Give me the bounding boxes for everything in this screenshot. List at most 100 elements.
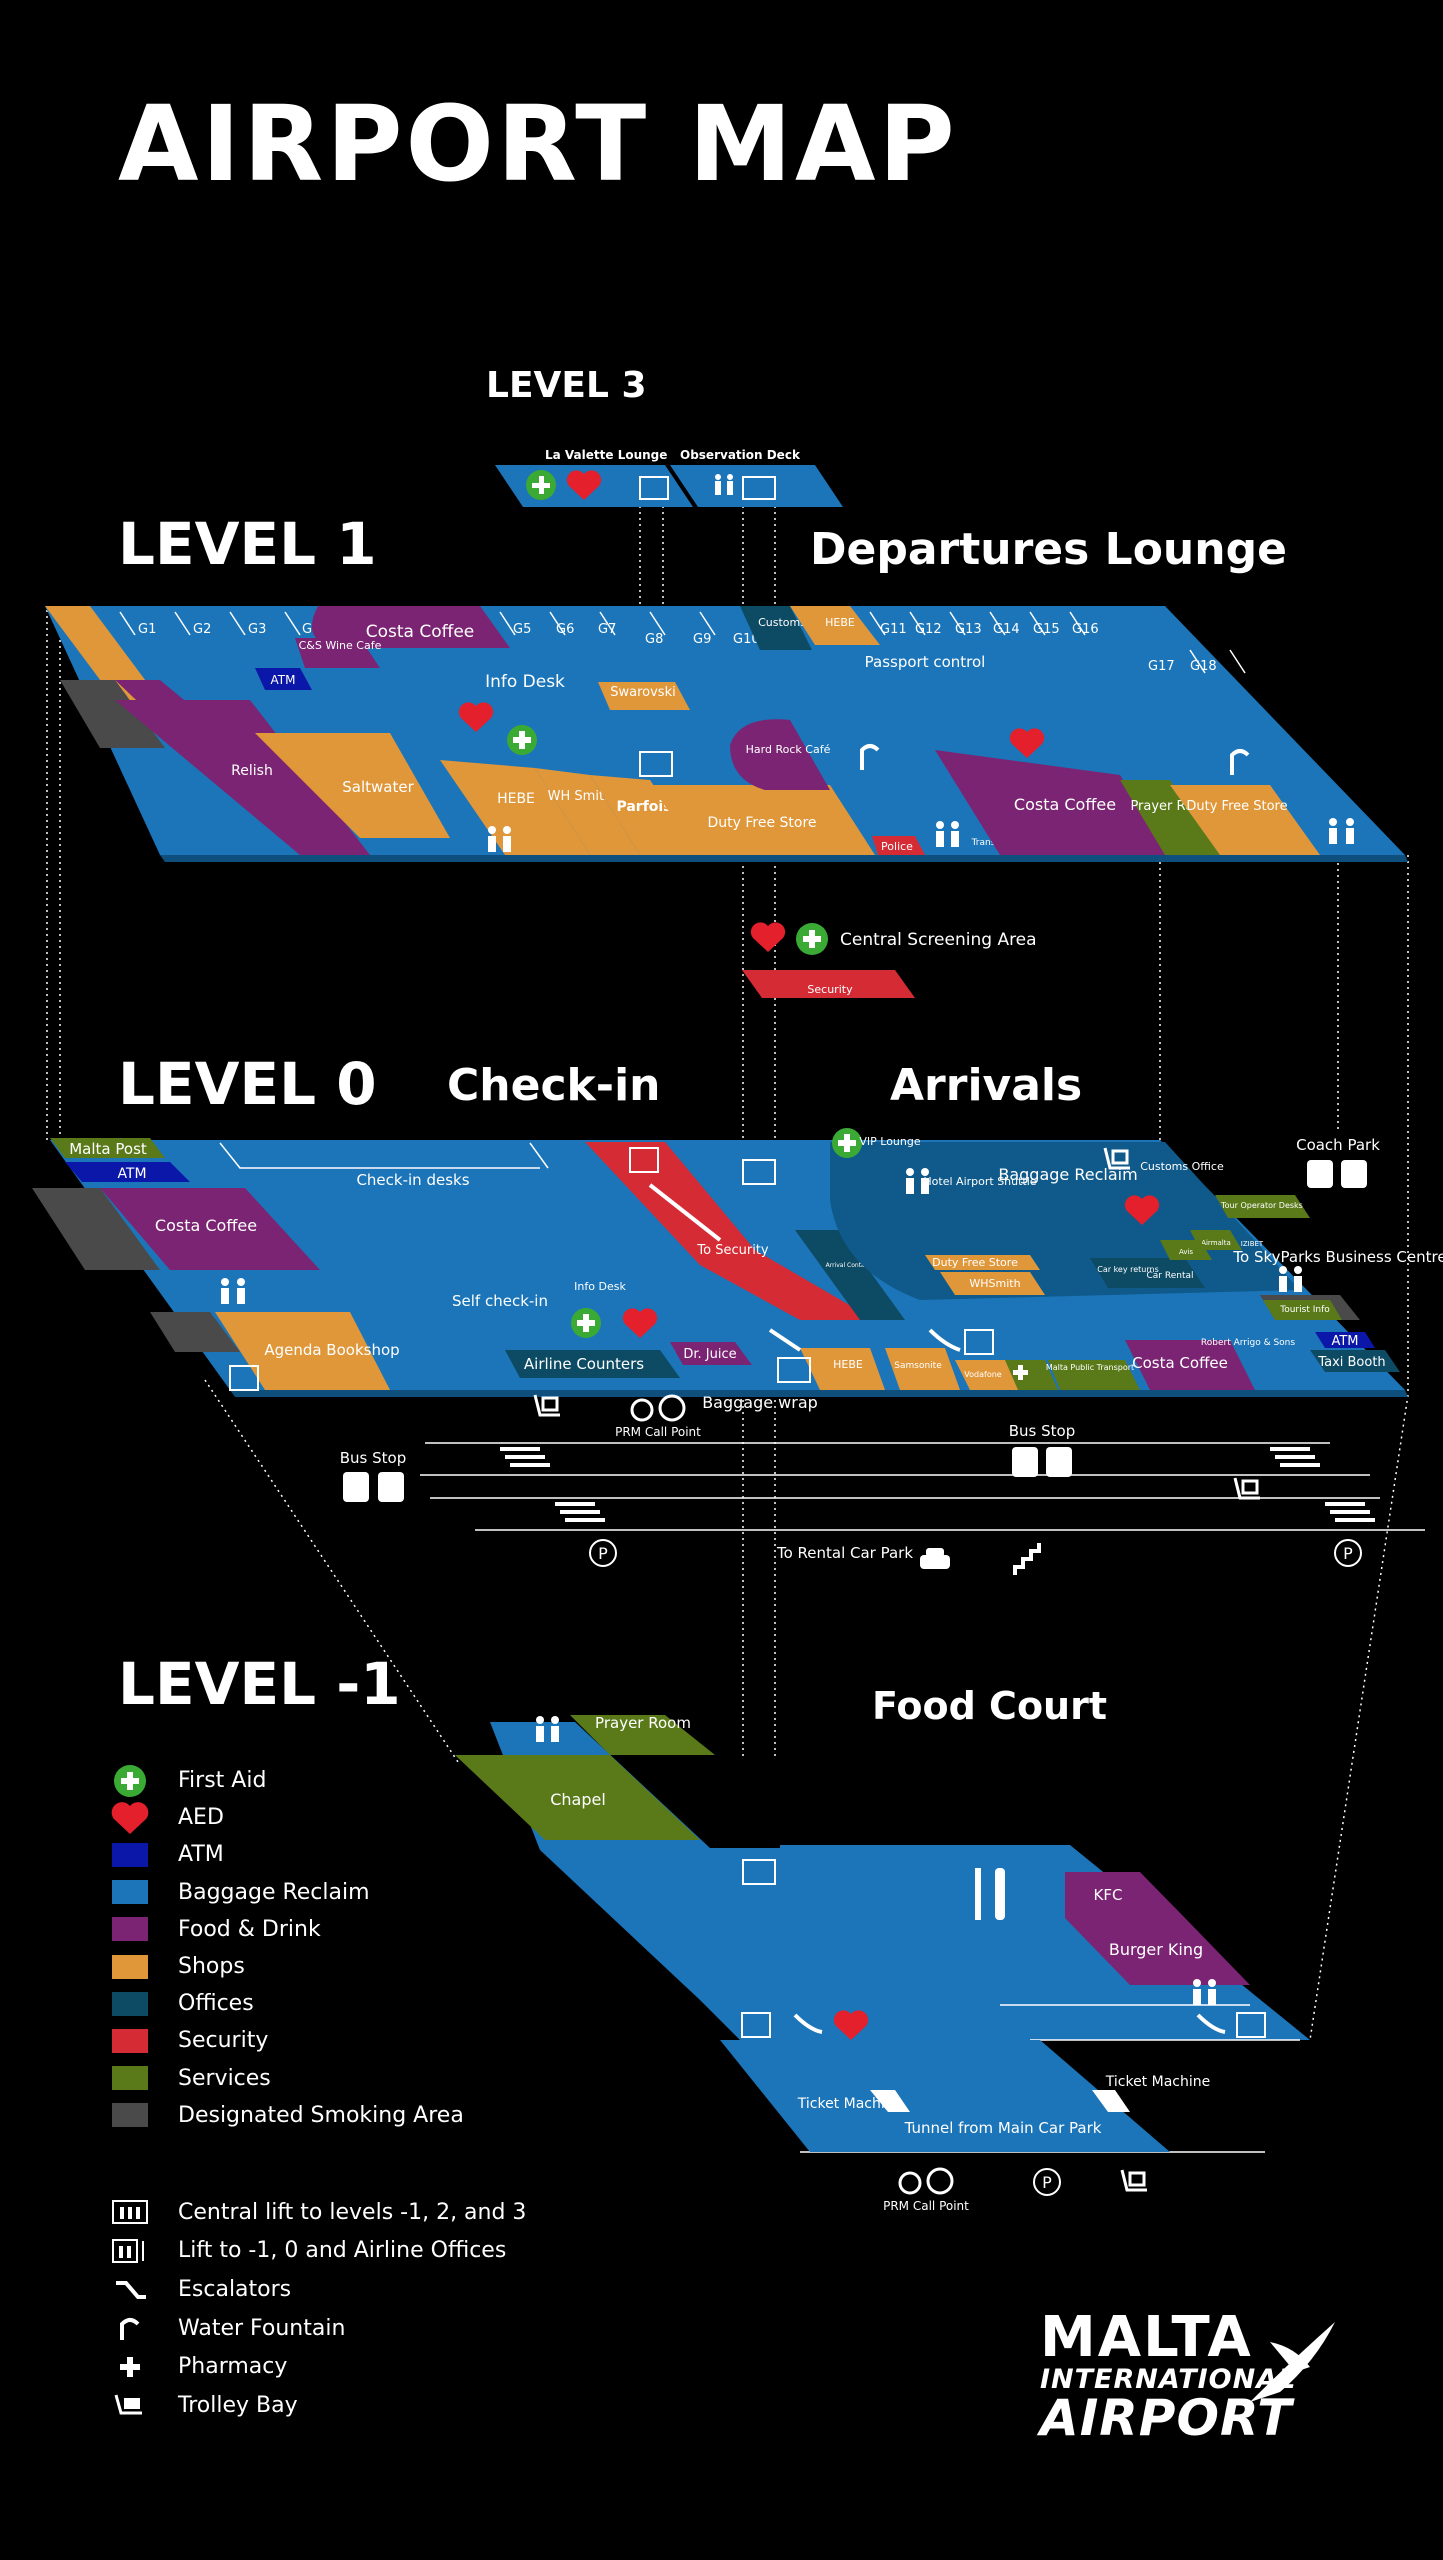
- car-key-returns-label: Car key returns: [1097, 1265, 1159, 1274]
- whsmith-l0-label: WHSmith: [969, 1277, 1020, 1290]
- security-label: Security: [807, 983, 853, 996]
- gate-label: G15: [1033, 622, 1060, 637]
- gate-label: G7: [598, 622, 616, 637]
- observation-deck-label: Observation Deck: [680, 448, 801, 462]
- burger-king-label: Burger King: [1109, 1940, 1203, 1959]
- la-valette-lounge-label: La Valette Lounge: [545, 448, 667, 462]
- smoking-swatch: [112, 2103, 148, 2128]
- customs-office-label: Customs Office: [1140, 1160, 1224, 1173]
- svg-text:P: P: [598, 1544, 608, 1563]
- lift-icon: [629, 1147, 659, 1173]
- hebe-l1-label: HEBE: [497, 791, 535, 807]
- to-security-label: To Security: [696, 1243, 769, 1258]
- checkin-heading: Check-in: [447, 1060, 661, 1111]
- wheelchair-icon: [630, 1398, 654, 1422]
- trolley-icon: [1120, 2169, 1147, 2192]
- page-title: AIRPORT MAP: [118, 83, 958, 205]
- legend-label: Escalators: [178, 2276, 292, 2302]
- lift-icon: [741, 2012, 771, 2038]
- logo-line-1: MALTA: [1040, 2305, 1253, 2370]
- legend-item: Central lift to levels -1, 2, and 3: [112, 2193, 526, 2232]
- airmalta-label: Airmalta: [1201, 1239, 1231, 1247]
- malta-post-label: Malta Post: [69, 1140, 147, 1158]
- samsonite-label: Samsonite: [894, 1361, 942, 1371]
- legend-item: Services: [112, 2060, 464, 2097]
- level3-heading: LEVEL 3: [486, 365, 647, 406]
- gate-label: G1: [138, 622, 156, 637]
- legend-label: Central lift to levels -1, 2, and 3: [178, 2199, 527, 2225]
- parking-icon: P: [1033, 2168, 1061, 2196]
- smoking-area: [150, 1312, 240, 1352]
- first-aid-icon: [114, 1765, 146, 1797]
- tour-operator-label: Tour Operator Desks: [1220, 1201, 1303, 1210]
- atm-l1-label: ATM: [271, 673, 296, 687]
- gate-label: G12: [915, 622, 942, 637]
- offices-swatch: [112, 1991, 148, 2016]
- toilet-icon: [1279, 1266, 1302, 1292]
- hebe-l0-label: HEBE: [833, 1358, 863, 1371]
- lift-icon: [229, 1365, 259, 1391]
- legend-label: Food & Drink: [178, 1916, 321, 1942]
- arrival-contact-label: Arrival Contact: [826, 1262, 871, 1269]
- level0-floor: Malta Post ATM Costa Coffee Agenda Books…: [32, 1128, 1443, 1575]
- car-rental-label: Car Rental: [1147, 1271, 1194, 1281]
- escalator-icon: [928, 1328, 961, 1352]
- duty-free-l0-label: Duty Free Store: [932, 1256, 1018, 1269]
- central-lift-icon: [742, 1159, 776, 1185]
- legend-item: Water Fountain: [112, 2309, 526, 2348]
- first-aid-icon: [507, 725, 537, 755]
- rental-car-park-label: To Rental Car Park: [776, 1544, 913, 1562]
- costa-coffee-l1b-label: Costa Coffee: [1014, 795, 1116, 814]
- svg-text:P: P: [1042, 2173, 1052, 2192]
- aed-icon: [1009, 728, 1045, 758]
- cs-wine-cafe-label: C&S Wine Cafe: [299, 639, 382, 652]
- costa-coffee-l0b-label: Costa Coffee: [1132, 1354, 1228, 1372]
- ticket-machine-left-label: Ticket Machine: [797, 2096, 902, 2112]
- prayer-room-m1-label: Prayer Room: [595, 1714, 691, 1732]
- aed-icon: [111, 1802, 149, 1834]
- central-lift-icon: [112, 2200, 148, 2225]
- phone-icon: [658, 1394, 686, 1422]
- dr-juice-label: Dr. Juice: [683, 1347, 736, 1362]
- legend-item: Baggage Reclaim: [112, 1874, 464, 1911]
- izibet-label: IZIBET: [1241, 1240, 1264, 1248]
- gate-label: G5: [513, 622, 531, 637]
- aed-icon: [622, 1308, 658, 1338]
- smoking-area: [32, 1188, 160, 1270]
- level-connector-lines: [46, 470, 1409, 2041]
- atm-l0-label: ATM: [117, 1166, 146, 1182]
- level0-heading: LEVEL 0: [118, 1050, 377, 1118]
- escalator-icon: [1196, 2013, 1226, 2034]
- pharmacy-icon: [120, 2356, 140, 2377]
- first-aid-icon: [832, 1128, 862, 1158]
- gate-label: G13: [955, 622, 982, 637]
- phone-icon: [926, 2167, 954, 2195]
- escalator-icon: [793, 2013, 823, 2034]
- passport-control-label: Passport control: [865, 653, 986, 671]
- lift-icon: [639, 476, 669, 500]
- aed-icon: [750, 922, 786, 952]
- airline-counters-label: Airline Counters: [524, 1355, 644, 1373]
- legend-item: Lift to -1, 0 and Airline Offices: [112, 2232, 526, 2271]
- vodafone-label: Vodafone: [964, 1370, 1002, 1379]
- water-fountain-icon: [860, 744, 880, 770]
- lift-icon: [964, 1329, 994, 1355]
- relish-label: Relish: [231, 763, 273, 779]
- hard-rock-cafe-label: Hard Rock Café: [746, 743, 831, 756]
- color-legend: First Aid AED ATM Baggage Reclaim Food &…: [112, 1762, 464, 2134]
- skyparks-label: To SkyParks Business Centre: [1232, 1248, 1443, 1266]
- legend-label: Shops: [178, 1954, 245, 1980]
- services-swatch: [112, 2066, 148, 2091]
- vip-lounge-label: VIP Lounge: [859, 1135, 920, 1148]
- legend-item: Offices: [112, 1985, 464, 2022]
- security-swatch: [112, 2028, 148, 2053]
- gate-label: G17: [1148, 659, 1175, 674]
- lift-icon: [1236, 2012, 1266, 2038]
- trolley-icon: [1233, 1477, 1260, 1500]
- water-fountain-icon: [120, 2318, 140, 2341]
- aed-icon: [458, 702, 494, 732]
- legend-item: Food & Drink: [112, 1911, 464, 1948]
- legend-item: Designated Smoking Area: [112, 2097, 464, 2134]
- baggage-reclaim-label: Baggage Reclaim: [998, 1165, 1137, 1184]
